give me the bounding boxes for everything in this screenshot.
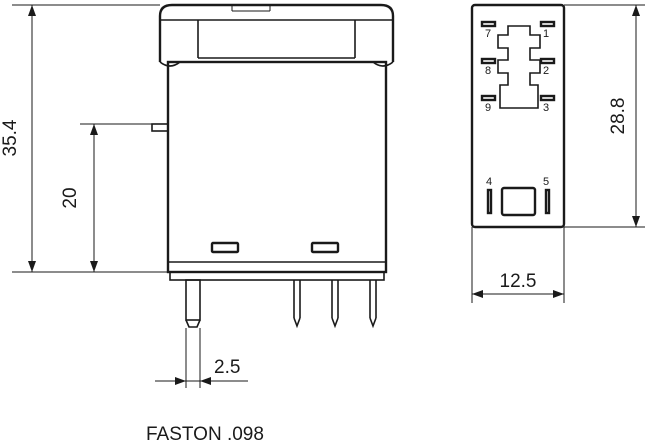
dimension-top-height: 28.8 [564, 4, 645, 228]
pin-slot-4 [486, 188, 493, 215]
pin-label-8: 8 [485, 65, 491, 77]
relay-top-cap [158, 3, 395, 67]
pin-slot-5 [544, 188, 551, 215]
pin-label-3: 3 [543, 102, 549, 114]
relay-vent-left [210, 241, 240, 254]
pin-terminal-3 [369, 280, 377, 329]
pin-label-7: 7 [485, 28, 491, 40]
dimension-height-total-label: 35.4 [0, 119, 21, 156]
dimension-height-body: 20 [60, 123, 152, 272]
pin-slot-2 [539, 57, 556, 65]
coil-terminal-window [500, 186, 537, 217]
dimension-height-total: 35.4 [0, 4, 168, 273]
relay-side-view [151, 3, 395, 329]
pin-slot-3 [539, 94, 556, 102]
relay-base-rim [169, 271, 385, 281]
dimension-terminal-width-label: 2.5 [214, 357, 240, 378]
dimension-terminal-width: 2.5 [155, 328, 248, 388]
dimension-top-width-label: 12.5 [500, 271, 537, 292]
pin-label-1: 1 [543, 28, 549, 40]
pin-slot-9 [480, 94, 497, 102]
pin-label-5: 5 [543, 176, 549, 188]
dimension-top-height-label: 28.8 [608, 98, 629, 135]
relay-body-outline [151, 60, 388, 274]
pin-label-9: 9 [485, 102, 491, 114]
relay-top-outline [470, 3, 566, 229]
pin-pattern [497, 25, 541, 109]
terminal-type-caption: FASTON .098 [146, 424, 264, 445]
relay-top-view: 7 1 8 2 9 3 4 5 [470, 3, 566, 229]
pin-terminal-2 [331, 280, 339, 329]
pin-terminal-1 [293, 280, 301, 329]
pin-label-4: 4 [486, 176, 492, 188]
dimension-height-body-label: 20 [60, 187, 81, 208]
pin-slot-1 [539, 20, 556, 28]
relay-vent-right [310, 241, 340, 254]
faston-terminal [185, 279, 201, 328]
pin-label-2: 2 [543, 65, 549, 77]
pin-slot-8 [480, 57, 497, 65]
dimension-top-width: 12.5 [471, 227, 565, 303]
pin-slot-7 [480, 20, 497, 28]
